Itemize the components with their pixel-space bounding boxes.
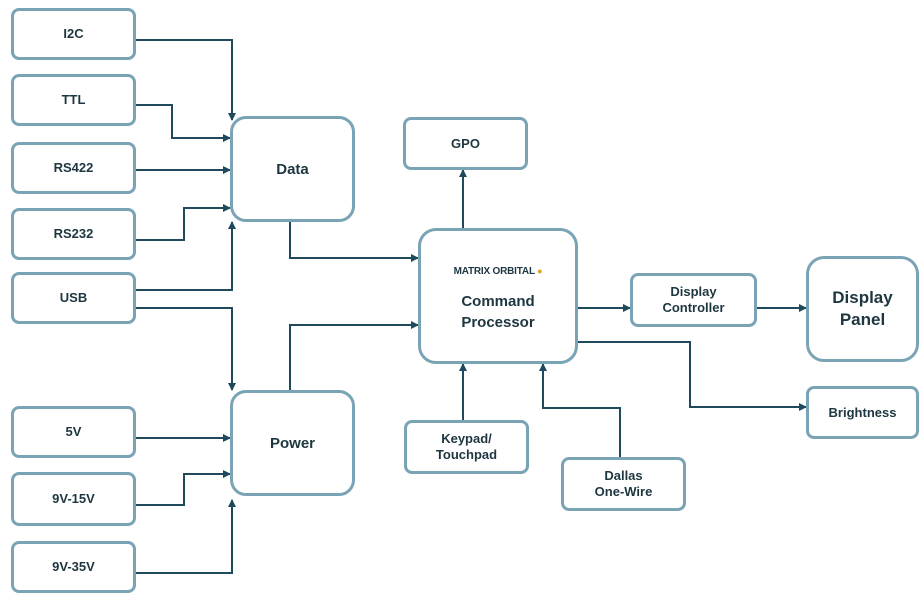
- keypad-touchpad-box: Keypad/ Touchpad: [404, 420, 529, 474]
- display-panel-box: Display Panel: [806, 256, 919, 362]
- keypad-label-2: Touchpad: [435, 447, 498, 462]
- power-9v-35v: 9V-35V: [11, 541, 136, 593]
- connector-9v35v-power: [136, 499, 236, 574]
- interface-i2c-label: I2C: [63, 26, 84, 41]
- interface-rs422: RS422: [11, 142, 136, 194]
- power-hub: Power: [230, 390, 355, 496]
- connector-usb-power: [136, 307, 236, 391]
- connector-data-processor: [289, 222, 419, 262]
- display-panel-label-2: Panel: [839, 310, 886, 329]
- matrix-orbital-logo: MATRIX ORBITAL ●: [453, 265, 543, 277]
- display-controller-label-2: Controller: [662, 300, 725, 315]
- power-hub-label: Power: [269, 434, 315, 452]
- interface-rs232: RS232: [11, 208, 136, 260]
- interface-rs232-label: RS232: [53, 226, 94, 241]
- connector-dallas-processor: [539, 363, 621, 457]
- power-5v: 5V: [11, 406, 136, 458]
- connector-9v15v-power: [136, 470, 231, 506]
- brightness-label: Brightness: [828, 404, 897, 420]
- interface-i2c: I2C: [11, 8, 136, 60]
- dallas-one-wire-box: Dallas One-Wire: [561, 457, 686, 511]
- data-hub: Data: [230, 116, 355, 222]
- power-9v-15v: 9V-15V: [11, 472, 136, 526]
- brightness-box: Brightness: [806, 386, 919, 439]
- gpo-box: GPO: [403, 117, 528, 170]
- power-5v-label: 5V: [65, 424, 82, 439]
- interface-ttl: TTL: [11, 74, 136, 126]
- gpo-label: GPO: [451, 135, 480, 151]
- dallas-label-1: Dallas: [604, 468, 643, 483]
- interface-rs422-label: RS422: [53, 160, 94, 175]
- data-hub-label: Data: [276, 160, 309, 178]
- power-9v-15v-label: 9V-15V: [52, 491, 95, 506]
- connector-rs232-data: [136, 204, 231, 241]
- power-9v-35v-label: 9V-35V: [52, 559, 95, 574]
- keypad-label-1: Keypad/: [441, 431, 492, 446]
- connector-power-processor: [289, 321, 419, 390]
- connector-ttl-data: [136, 104, 231, 142]
- display-controller-box: Display Controller: [630, 273, 757, 327]
- connector-i2c-data: [136, 39, 236, 121]
- connector-usb-data: [136, 221, 236, 291]
- interface-ttl-label: TTL: [61, 92, 86, 107]
- connector-processor-brightness: [578, 341, 807, 411]
- command-processor-label-1: Command: [461, 292, 535, 310]
- command-processor: MATRIX ORBITAL ● Command Processor: [418, 228, 578, 364]
- interface-usb: USB: [11, 272, 136, 324]
- display-panel-label-1: Display: [832, 288, 893, 307]
- dallas-label-2: One-Wire: [594, 484, 653, 499]
- interface-usb-label: USB: [59, 290, 88, 305]
- command-processor-label-2: Processor: [461, 313, 535, 331]
- display-controller-label-1: Display: [670, 284, 717, 299]
